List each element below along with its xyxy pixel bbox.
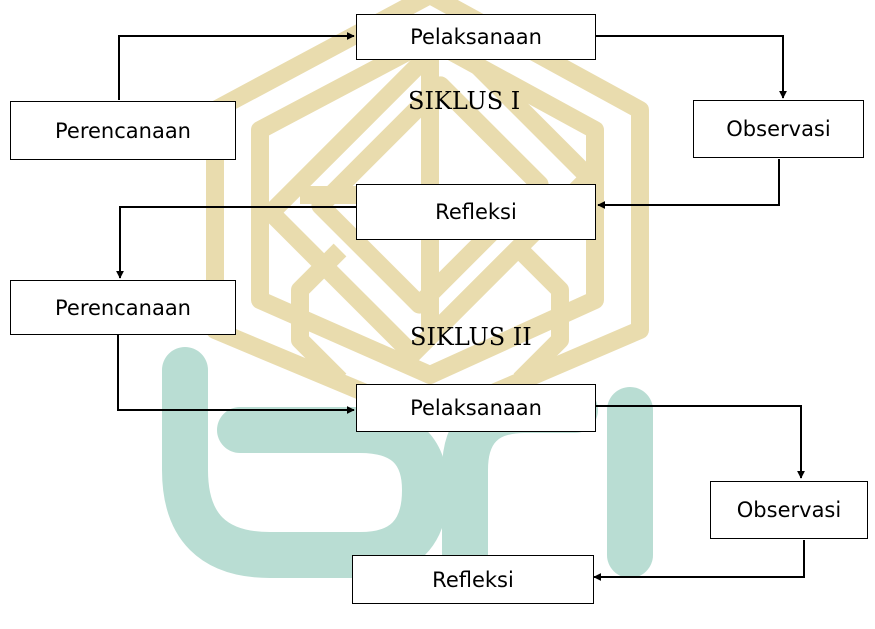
arrow-observasi-to-refleksi-2 bbox=[593, 540, 805, 581]
refleksi-label-1: Refleksi bbox=[435, 200, 517, 224]
perencanaan-label-1: Perencanaan bbox=[54, 118, 191, 143]
arrow-perencanaan-to-pelaksanaan-2 bbox=[117, 334, 355, 414]
arrow-pelaksanaan-to-observasi-1 bbox=[596, 35, 787, 99]
observasi-label-2: Observasi bbox=[736, 498, 842, 522]
pelaksanaan-box-2: Pelaksanaan bbox=[356, 384, 596, 432]
observasi-box-2: Observasi bbox=[710, 481, 868, 539]
perencanaan-box-1: Perencanaan bbox=[10, 101, 236, 160]
refleksi-label-2: Refleksi bbox=[432, 567, 514, 592]
perencanaan-box-2: Perencanaan bbox=[10, 280, 236, 335]
perencanaan-label-2: Perencanaan bbox=[54, 295, 191, 320]
pelaksanaan-box-1: Pelaksanaan bbox=[356, 14, 596, 60]
pelaksanaan-label-2: Pelaksanaan bbox=[410, 396, 542, 420]
arrow-refleksi-to-perencanaan-2 bbox=[116, 206, 356, 279]
cycle-2-label: SIKLUS II bbox=[410, 323, 532, 351]
arrow-observasi-to-refleksi-1 bbox=[597, 159, 780, 209]
refleksi-box-1: Refleksi bbox=[356, 184, 596, 240]
arrow-perencanaan-to-pelaksanaan-1 bbox=[118, 32, 355, 100]
refleksi-box-2: Refleksi bbox=[352, 555, 594, 604]
cycle-1-label: SIKLUS I bbox=[408, 87, 521, 115]
arrow-pelaksanaan-to-observasi-2 bbox=[596, 405, 805, 479]
observasi-label-1: Observasi bbox=[726, 117, 831, 141]
pelaksanaan-label-1: Pelaksanaan bbox=[410, 25, 542, 49]
observasi-box-1: Observasi bbox=[693, 100, 864, 158]
